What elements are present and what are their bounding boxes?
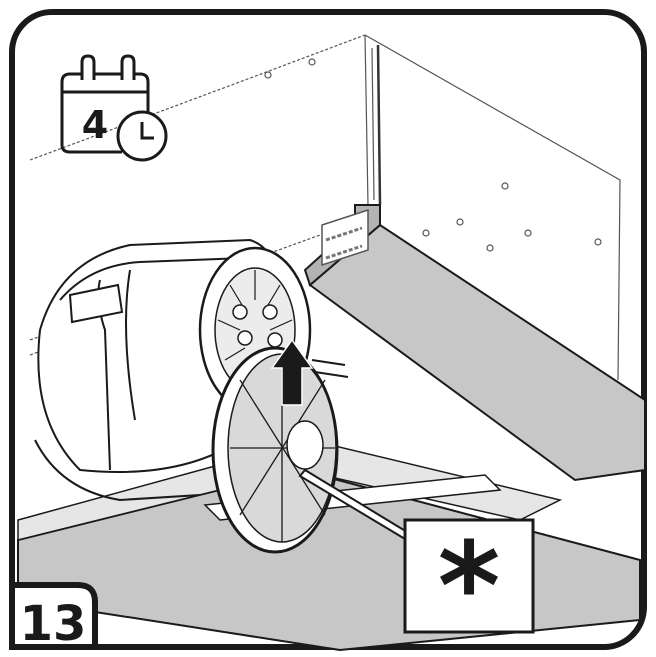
callout-asterisk: * (438, 518, 501, 657)
step-number: 13 (20, 596, 87, 652)
step-tab: 13 (9, 582, 98, 652)
up-arrow-icon (270, 338, 314, 406)
callout-box: * (403, 518, 535, 657)
calendar-clock-icon: 4 (60, 54, 168, 162)
calendar-day-count: 4 (82, 103, 108, 147)
carbon-filter (211, 346, 339, 554)
cabinet-body (29, 34, 621, 381)
